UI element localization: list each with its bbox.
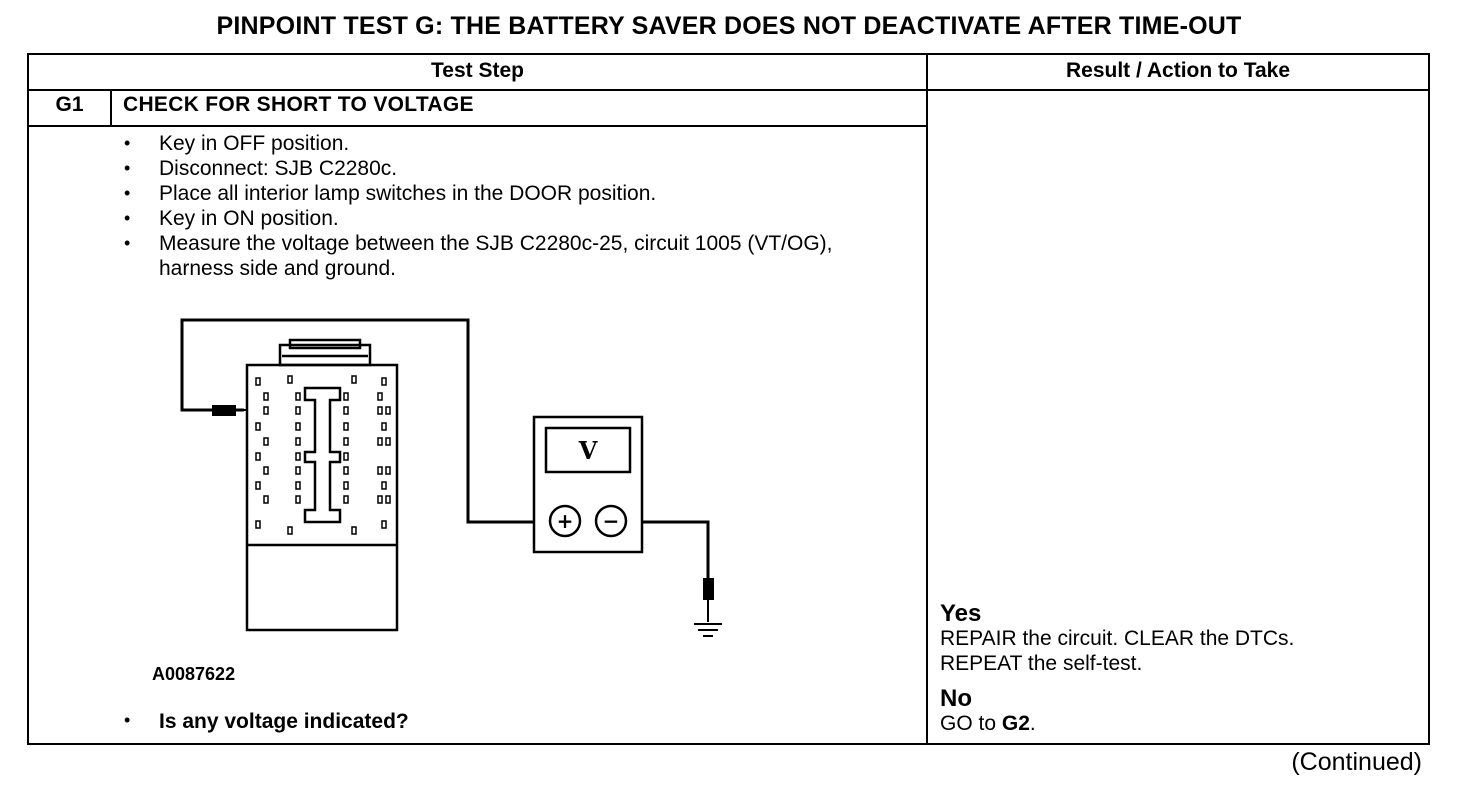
connector-c2280c-icon xyxy=(245,338,399,632)
instruction-item: Key in ON position. xyxy=(120,206,900,231)
multimeter-icon xyxy=(532,415,644,554)
yes-action-line-2: REPEAT the self-test. xyxy=(940,652,1143,675)
meter-display-label: V xyxy=(578,436,598,465)
step-title: CHECK FOR SHORT TO VOLTAGE xyxy=(123,93,474,116)
instruction-item: Place all interior lamp switches in the … xyxy=(120,181,900,206)
no-action-suffix: . xyxy=(1029,712,1036,735)
yes-label: Yes xyxy=(940,600,982,627)
negative-test-lead xyxy=(628,520,710,580)
no-label: No xyxy=(940,685,972,712)
header-divider xyxy=(27,89,1430,91)
connector-pins xyxy=(255,375,391,535)
positive-test-lead xyxy=(180,318,548,524)
yes-action-line-1: REPAIR the circuit. CLEAR the DTCs. xyxy=(940,627,1295,650)
probe-tip-icon xyxy=(212,405,246,416)
header-result-action: Result / Action to Take xyxy=(1065,59,1291,82)
meter-positive-terminal: + xyxy=(557,509,574,533)
figure-id: A0087622 xyxy=(152,664,236,684)
header-test-step: Test Step xyxy=(431,59,524,82)
instruction-item: Disconnect: SJB C2280c. xyxy=(120,156,900,181)
result-yes: Yes REPAIR the circuit. CLEAR the DTCs. … xyxy=(940,602,1294,676)
result-no: No GO to G2. xyxy=(940,687,1036,736)
step-id-divider xyxy=(110,89,112,127)
instruction-item: Measure the voltage between the SJB C228… xyxy=(120,231,900,281)
no-action-target: G2 xyxy=(1001,712,1030,735)
column-divider xyxy=(926,53,928,745)
no-action: GO to G2. xyxy=(940,711,1036,736)
step-question: Is any voltage indicated? xyxy=(120,710,409,734)
continued-note: (Continued) xyxy=(1291,748,1422,776)
step-instructions: Key in OFF position. Disconnect: SJB C22… xyxy=(120,131,900,281)
step-id: G1 xyxy=(55,93,84,116)
page-title: PINPOINT TEST G: THE BATTERY SAVER DOES … xyxy=(216,12,1242,40)
step-title-divider xyxy=(27,125,928,127)
pinpoint-test-table xyxy=(27,53,1430,745)
no-action-text: GO to xyxy=(940,712,1002,735)
ground-symbol-icon xyxy=(694,623,722,637)
instruction-item: Key in OFF position. xyxy=(120,131,900,156)
ground-probe-icon xyxy=(703,578,714,622)
meter-negative-terminal: − xyxy=(603,509,620,533)
